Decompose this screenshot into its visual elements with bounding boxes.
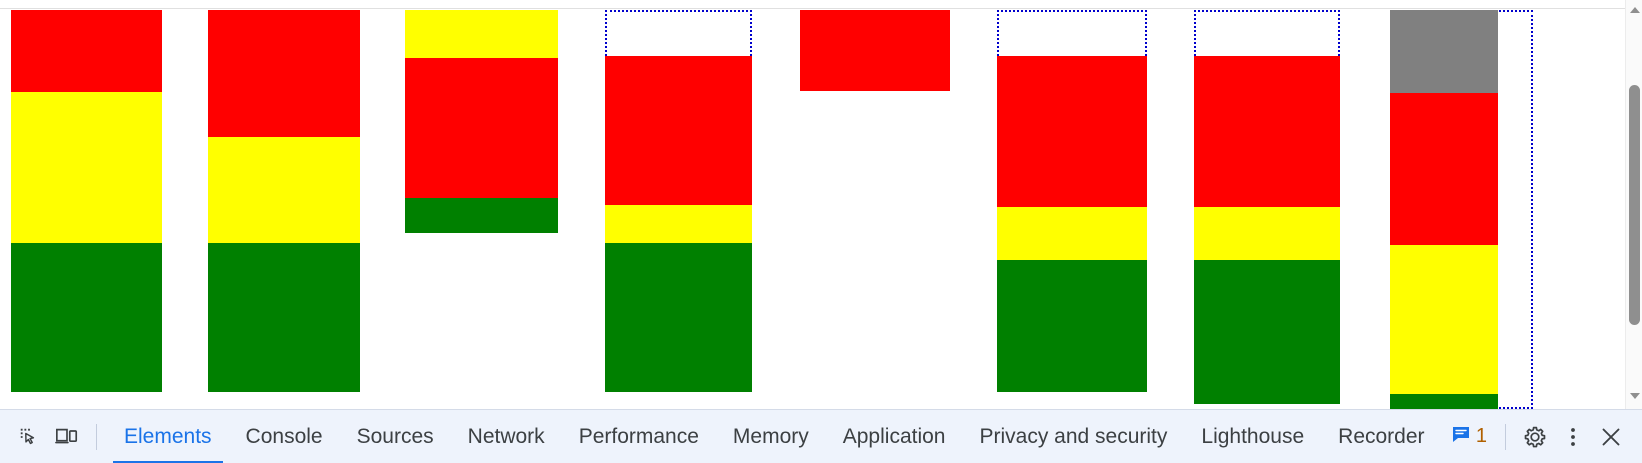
bar-segment-red[interactable] bbox=[605, 56, 752, 205]
bar-segment-red[interactable] bbox=[11, 10, 162, 92]
chart-bar[interactable] bbox=[1390, 10, 1498, 409]
close-icon[interactable] bbox=[1592, 418, 1630, 456]
bar-segment-red[interactable] bbox=[405, 58, 558, 198]
page-top-edge bbox=[0, 0, 1642, 9]
more-vertical-icon[interactable] bbox=[1554, 418, 1592, 456]
chart-bar[interactable] bbox=[605, 10, 752, 409]
bar-segment-yellow[interactable] bbox=[405, 10, 558, 58]
chart-bar[interactable] bbox=[800, 10, 950, 409]
bar-segment-red[interactable] bbox=[1390, 93, 1498, 245]
chart-bar[interactable] bbox=[1194, 10, 1340, 409]
scrollbar-thumb[interactable] bbox=[1629, 85, 1640, 325]
tab-console[interactable]: Console bbox=[245, 424, 323, 448]
chart-bar[interactable] bbox=[405, 10, 558, 409]
chart-bar[interactable] bbox=[208, 10, 360, 409]
toolbar-right-actions: 1 bbox=[1443, 418, 1634, 456]
bar-segment-yellow[interactable] bbox=[208, 137, 360, 243]
issues-count: 1 bbox=[1475, 425, 1487, 447]
bar-segment-green[interactable] bbox=[208, 243, 360, 392]
devtools-toolbar: Elements Console Sources Network Performance… bbox=[0, 409, 1642, 463]
bar-segment-green[interactable] bbox=[605, 243, 752, 392]
bar-segment-yellow[interactable] bbox=[997, 207, 1147, 260]
tab-privacy-and-security[interactable]: Privacy and security bbox=[979, 424, 1168, 448]
tab-sources[interactable]: Sources bbox=[356, 424, 434, 448]
chart-bar[interactable] bbox=[997, 10, 1147, 409]
bar-segment-green[interactable] bbox=[1390, 394, 1498, 409]
toolbar-divider bbox=[96, 423, 97, 450]
bar-segment-yellow[interactable] bbox=[1194, 207, 1340, 260]
bar-segment-green[interactable] bbox=[997, 260, 1147, 392]
tab-lighthouse[interactable]: Lighthouse bbox=[1201, 424, 1305, 448]
tab-elements[interactable]: Elements bbox=[107, 410, 229, 463]
triangle-down-icon[interactable] bbox=[1626, 387, 1642, 404]
bar-segment-yellow[interactable] bbox=[11, 92, 162, 243]
bar-segment-green[interactable] bbox=[405, 198, 558, 233]
bar-segment-gray[interactable] bbox=[1390, 10, 1498, 93]
bar-segment-yellow[interactable] bbox=[1390, 245, 1498, 394]
bar-segment-red[interactable] bbox=[208, 10, 360, 137]
tab-performance[interactable]: Performance bbox=[578, 424, 699, 448]
triangle-up-icon[interactable] bbox=[1626, 1, 1642, 18]
chart-bar[interactable] bbox=[11, 10, 162, 409]
inspect-element-icon[interactable] bbox=[10, 418, 48, 456]
bar-segment-red[interactable] bbox=[997, 56, 1147, 207]
tab-network[interactable]: Network bbox=[467, 424, 545, 448]
bar-segment-red[interactable] bbox=[1194, 56, 1340, 207]
tab-application[interactable]: Application bbox=[842, 424, 946, 448]
tab-recorder[interactable]: Recorder bbox=[1338, 424, 1425, 448]
bar-segment-red[interactable] bbox=[800, 10, 950, 91]
devtools-panel-tabs: Elements Console Sources Network Performance… bbox=[107, 410, 1442, 463]
issues-message-icon bbox=[1451, 424, 1471, 449]
toolbar-divider-right bbox=[1505, 423, 1506, 450]
device-toolbar-icon[interactable] bbox=[48, 418, 86, 456]
bar-segment-yellow[interactable] bbox=[605, 205, 752, 243]
tab-memory[interactable]: Memory bbox=[732, 424, 809, 448]
inspected-page-viewport[interactable] bbox=[0, 0, 1642, 409]
gear-icon[interactable] bbox=[1516, 418, 1554, 456]
bar-segment-green[interactable] bbox=[11, 243, 162, 392]
stacked-bar-chart bbox=[0, 10, 1642, 409]
page-vertical-scrollbar[interactable] bbox=[1625, 0, 1642, 409]
issues-badge[interactable]: 1 bbox=[1443, 418, 1495, 456]
bar-segment-green[interactable] bbox=[1194, 260, 1340, 404]
